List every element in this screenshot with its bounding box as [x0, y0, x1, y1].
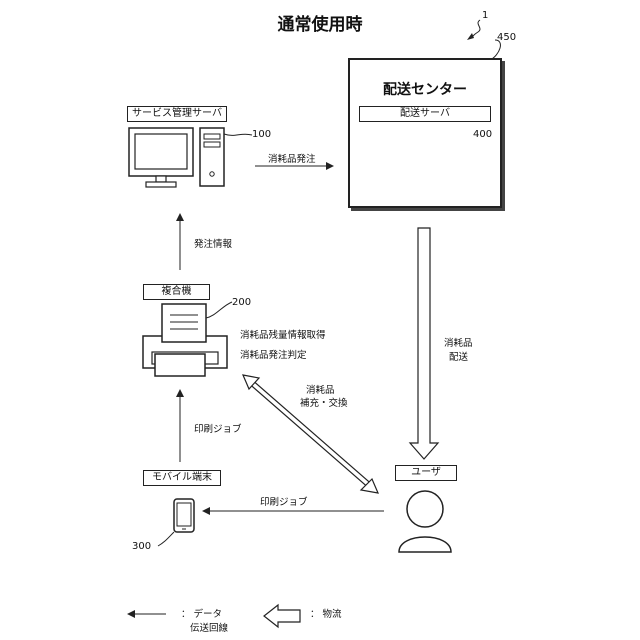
mfp-printer-icon [143, 304, 227, 376]
center-ref-label: 450 [497, 32, 516, 43]
legend-data-label-line1: ： データ [181, 606, 222, 620]
legend-data-label-line2: 伝送回線 [190, 620, 228, 634]
mfp-ref-leader [206, 302, 232, 318]
delivery-goods-arrow [410, 228, 438, 459]
user-person-icon [399, 491, 451, 552]
service-server-ref: 100 [252, 129, 271, 140]
mfp-note-remaining: 消耗品残量情報取得 [240, 327, 326, 341]
user-label: ユーザ [395, 465, 457, 481]
service-server-ref-leader [224, 134, 252, 135]
replace-label-line2: 補充・交換 [300, 395, 348, 409]
mfp-ref: 200 [232, 297, 251, 308]
mobile-ref: 300 [132, 541, 151, 552]
order-label: 消耗品発注 [268, 151, 316, 165]
legend-goods-arrow [264, 605, 300, 627]
delivery-center-title: 配送センター [350, 79, 500, 99]
service-server-computer-icon [129, 128, 224, 187]
mobile-phone-icon [174, 499, 194, 532]
print-job-left-label: 印刷ジョブ [260, 494, 308, 508]
order-info-label: 発注情報 [194, 236, 232, 250]
delivery-label-line1: 消耗品 [444, 335, 473, 349]
replace-label-line1: 消耗品 [306, 382, 335, 396]
center-ref-leader [490, 40, 500, 60]
mobile-ref-leader [158, 532, 174, 546]
delivery-server-ref: 400 [473, 129, 492, 140]
mfp-note-order-judgment: 消耗品発注判定 [240, 347, 307, 361]
legend-goods-label: ： 物流 [310, 606, 342, 620]
mobile-label: モバイル端末 [143, 470, 221, 486]
print-job-up-label: 印刷ジョブ [194, 421, 242, 435]
system-ref-label: 1 [482, 10, 488, 21]
delivery-label-line2: 配送 [449, 349, 468, 363]
mfp-label: 複合機 [143, 284, 210, 300]
service-server-label: サービス管理サーバ [127, 106, 227, 122]
diagram-title: 通常使用時 [0, 10, 640, 35]
delivery-server-label: 配送サーバ [359, 106, 491, 122]
